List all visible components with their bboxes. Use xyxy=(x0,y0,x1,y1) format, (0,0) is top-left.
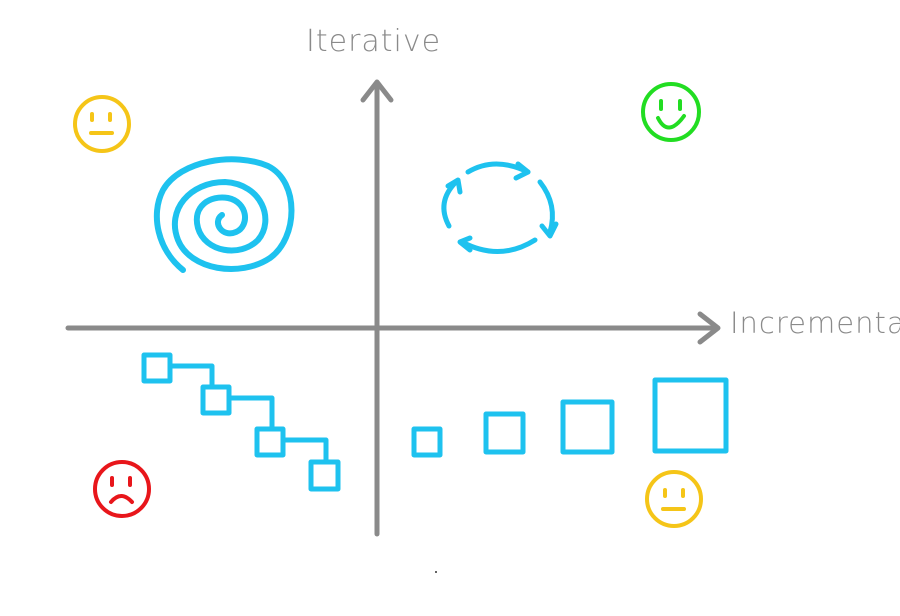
x-axis-arrowhead xyxy=(697,311,721,345)
smiley-face-icon xyxy=(641,82,701,142)
growing-boxes-icon xyxy=(411,377,729,458)
sad-face-icon xyxy=(93,460,151,518)
stair-box xyxy=(308,459,341,492)
x-axis-label: Incremental xyxy=(730,306,900,340)
y-axis-arrowhead xyxy=(360,79,394,103)
growth-box xyxy=(652,377,729,454)
staircase-boxes-icon xyxy=(141,352,341,492)
spiral-icon xyxy=(153,156,295,273)
cycle-arrows-icon xyxy=(441,161,559,254)
stray-dot xyxy=(435,571,437,573)
stair-box xyxy=(200,384,232,416)
axes xyxy=(65,79,721,537)
y-axis-label: Iterative xyxy=(306,24,442,59)
neutral-face-icon xyxy=(645,470,703,528)
neutral-face-icon xyxy=(73,95,131,153)
growth-box xyxy=(483,411,526,455)
stair-box xyxy=(141,352,173,384)
growth-box xyxy=(560,399,615,455)
growth-box xyxy=(411,426,443,458)
stair-box xyxy=(254,426,286,458)
